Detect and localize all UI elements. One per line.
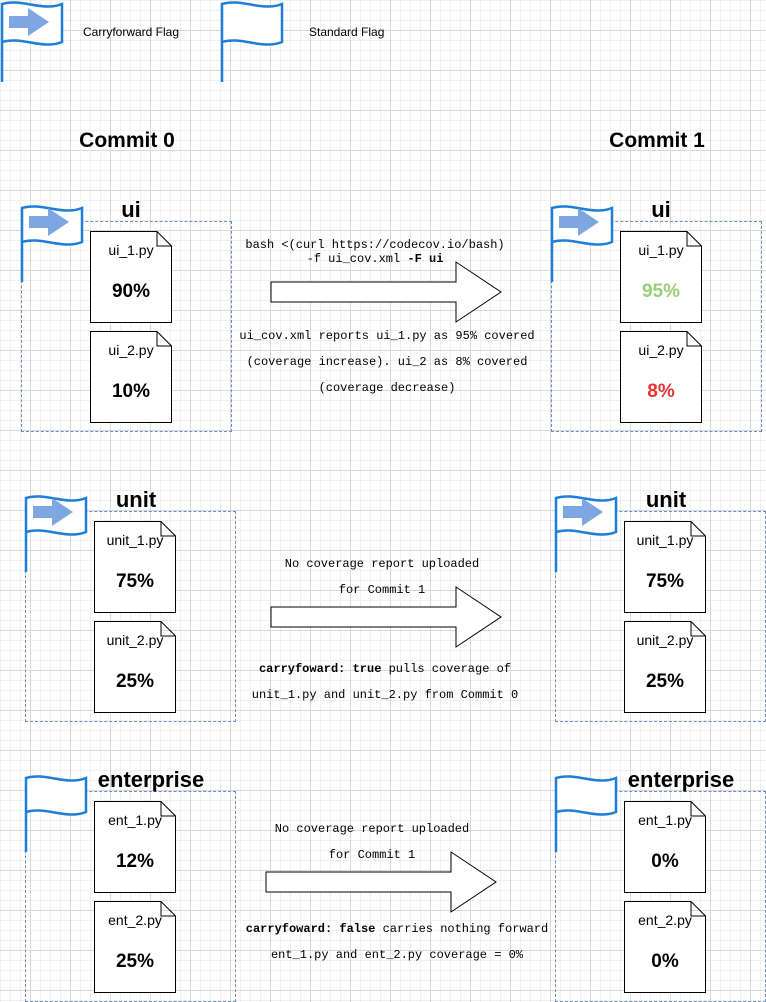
coverage-percent: 25% (115, 951, 155, 972)
file-card: ent_1.py 0% (624, 801, 706, 893)
commit-1-title: Commit 1 (609, 129, 705, 152)
file-name: ent_2.py (108, 912, 162, 928)
carryforward-false-label: carryfoward: false (245, 922, 376, 936)
file-name: ui_2.py (108, 342, 154, 358)
upload-command-args: -f ui_cov.xml (306, 252, 408, 266)
unit-top-note: No coverage report uploaded for Commit 1 (232, 551, 532, 603)
unit-commit0-group (25, 511, 236, 722)
upload-command-line2: -f ui_cov.xml -F ui (232, 252, 518, 266)
file-card: unit_2.py 25% (624, 621, 706, 713)
enterprise-bottom-note: carryfoward: false carries nothing forwa… (240, 916, 554, 968)
ui-commit1-title: ui (651, 197, 671, 222)
ui-commit0-title: ui (121, 197, 141, 222)
carryforward-flag-label: Carryforward Flag (83, 25, 180, 39)
note-line: (coverage decrease) (318, 381, 456, 395)
note-line: (coverage increase). ui_2 as 8% covered (246, 355, 528, 369)
coverage-percent: 75% (645, 571, 685, 592)
standard-flag-icon (554, 775, 618, 852)
unit-commit1-title: unit (645, 487, 687, 512)
unit-bottom-note: carryfoward: true pulls coverage of unit… (232, 656, 538, 708)
file-name: ent_1.py (108, 812, 162, 828)
file-card: ent_2.py 0% (624, 901, 706, 993)
file-card: unit_1.py 75% (94, 521, 176, 613)
right-arrow-icon (265, 851, 497, 913)
note-line: unit_1.py and unit_2.py from Commit 0 (251, 688, 519, 702)
note-text: pulls coverage of (381, 662, 512, 676)
coverage-percent: 0% (651, 951, 679, 972)
file-name: ui_2.py (638, 342, 684, 358)
ui-change-note: ui_cov.xml reports ui_1.py as 95% covere… (226, 323, 548, 401)
carryforward-flag-icon (24, 495, 88, 572)
note-text: carries nothing forward (375, 922, 549, 936)
note-line: for Commit 1 (328, 848, 416, 862)
file-card: unit_1.py 75% (624, 521, 706, 613)
ui-commit0-group (21, 221, 232, 432)
file-card: unit_2.py 25% (94, 621, 176, 713)
file-card: ui_1.py 95% (620, 231, 702, 323)
note-line: carryfoward: true pulls coverage of (232, 656, 538, 682)
right-arrow-icon (270, 261, 502, 323)
right-arrow-icon (270, 586, 502, 648)
unit-commit0-title: unit (115, 487, 157, 512)
carryforward-flag-icon (554, 495, 618, 572)
upload-command-line1: bash <(curl https://codecov.io/bash) (245, 238, 505, 252)
file-name: ent_2.py (638, 912, 692, 928)
note-line: No coverage report uploaded (284, 557, 480, 571)
standard-flag-icon (220, 1, 284, 82)
coverage-percent: 25% (645, 671, 685, 692)
standard-flag-label: Standard Flag (309, 25, 385, 39)
enterprise-commit1-title: enterprise (627, 767, 735, 792)
coverage-percent: 0% (651, 851, 679, 872)
file-card: ent_1.py 12% (94, 801, 176, 893)
note-line: ui_cov.xml reports ui_1.py as 95% covere… (239, 329, 535, 343)
upload-command-flag: -F ui (407, 252, 444, 266)
ui-commit1-group (551, 221, 762, 432)
coverage-percent: 90% (111, 281, 151, 302)
standard-flag-icon (24, 775, 88, 852)
file-card: ui_2.py 8% (620, 331, 702, 423)
file-card: ent_2.py 25% (94, 901, 176, 993)
file-card: ui_2.py 10% (90, 331, 172, 423)
note-line: carryfoward: false carries nothing forwa… (240, 916, 554, 942)
coverage-percent-decrease: 8% (647, 381, 675, 402)
file-name: unit_1.py (636, 532, 694, 548)
coverage-percent: 75% (115, 571, 155, 592)
coverage-percent: 25% (115, 671, 155, 692)
upload-command: bash <(curl https://codecov.io/bash) -f … (232, 238, 518, 266)
carryforward-flag-icon (0, 1, 64, 82)
carryforward-true-label: carryfoward: true (258, 662, 382, 676)
enterprise-top-note: No coverage report uploaded for Commit 1 (222, 816, 522, 868)
coverage-percent-increase: 95% (641, 281, 681, 302)
commit-0-title: Commit 0 (79, 129, 175, 152)
file-name: ui_1.py (108, 242, 154, 258)
file-card: ui_1.py 90% (90, 231, 172, 323)
note-line: ent_1.py and ent_2.py coverage = 0% (270, 948, 524, 962)
note-line: No coverage report uploaded (274, 822, 470, 836)
coverage-percent: 12% (115, 851, 155, 872)
file-name: unit_1.py (106, 532, 164, 548)
coverage-percent: 10% (111, 381, 151, 402)
carryforward-flag-icon (20, 205, 84, 282)
file-name: ent_1.py (638, 812, 692, 828)
file-name: unit_2.py (636, 632, 694, 648)
carryforward-flag-icon (550, 205, 614, 282)
note-line: for Commit 1 (338, 583, 426, 597)
file-name: unit_2.py (106, 632, 164, 648)
file-name: ui_1.py (638, 242, 684, 258)
enterprise-commit0-title: enterprise (97, 767, 205, 792)
